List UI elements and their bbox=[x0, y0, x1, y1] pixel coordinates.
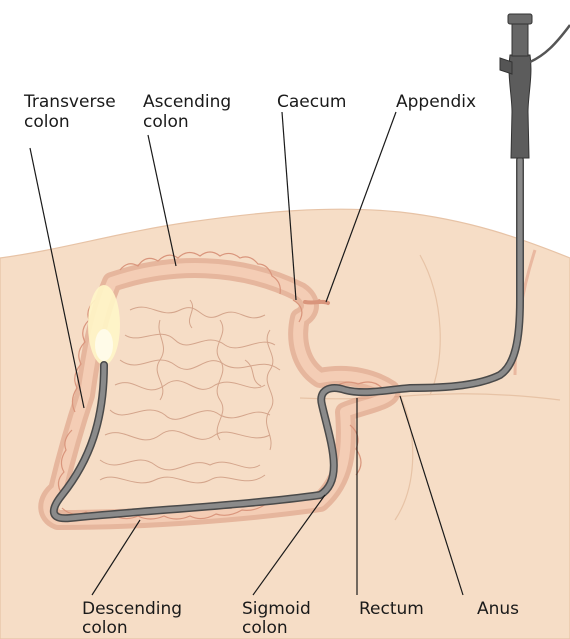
label-caecum: Caecum bbox=[277, 92, 346, 112]
label-descending-colon-line2: colon bbox=[82, 618, 128, 638]
appendix bbox=[305, 302, 328, 303]
scope-eyepiece bbox=[508, 14, 532, 24]
label-sigmoid-colon-line1: Sigmoid bbox=[242, 599, 311, 619]
scope-cable bbox=[530, 25, 570, 62]
label-transverse-colon-line2: colon bbox=[24, 112, 70, 132]
label-appendix: Appendix bbox=[396, 92, 476, 112]
label-ascending-colon-line1: Ascending bbox=[143, 92, 231, 112]
label-ascending-colon: Ascending colon bbox=[143, 92, 237, 132]
label-anus: Anus bbox=[477, 599, 519, 619]
label-ascending-colon-line2: colon bbox=[143, 112, 189, 132]
label-descending-colon-line1: Descending bbox=[82, 599, 182, 619]
label-rectum: Rectum bbox=[359, 599, 424, 619]
label-sigmoid-colon-line2: colon bbox=[242, 618, 288, 638]
label-transverse-colon-line1: Transverse bbox=[23, 92, 116, 112]
label-transverse-colon: Transverse colon bbox=[23, 92, 121, 132]
